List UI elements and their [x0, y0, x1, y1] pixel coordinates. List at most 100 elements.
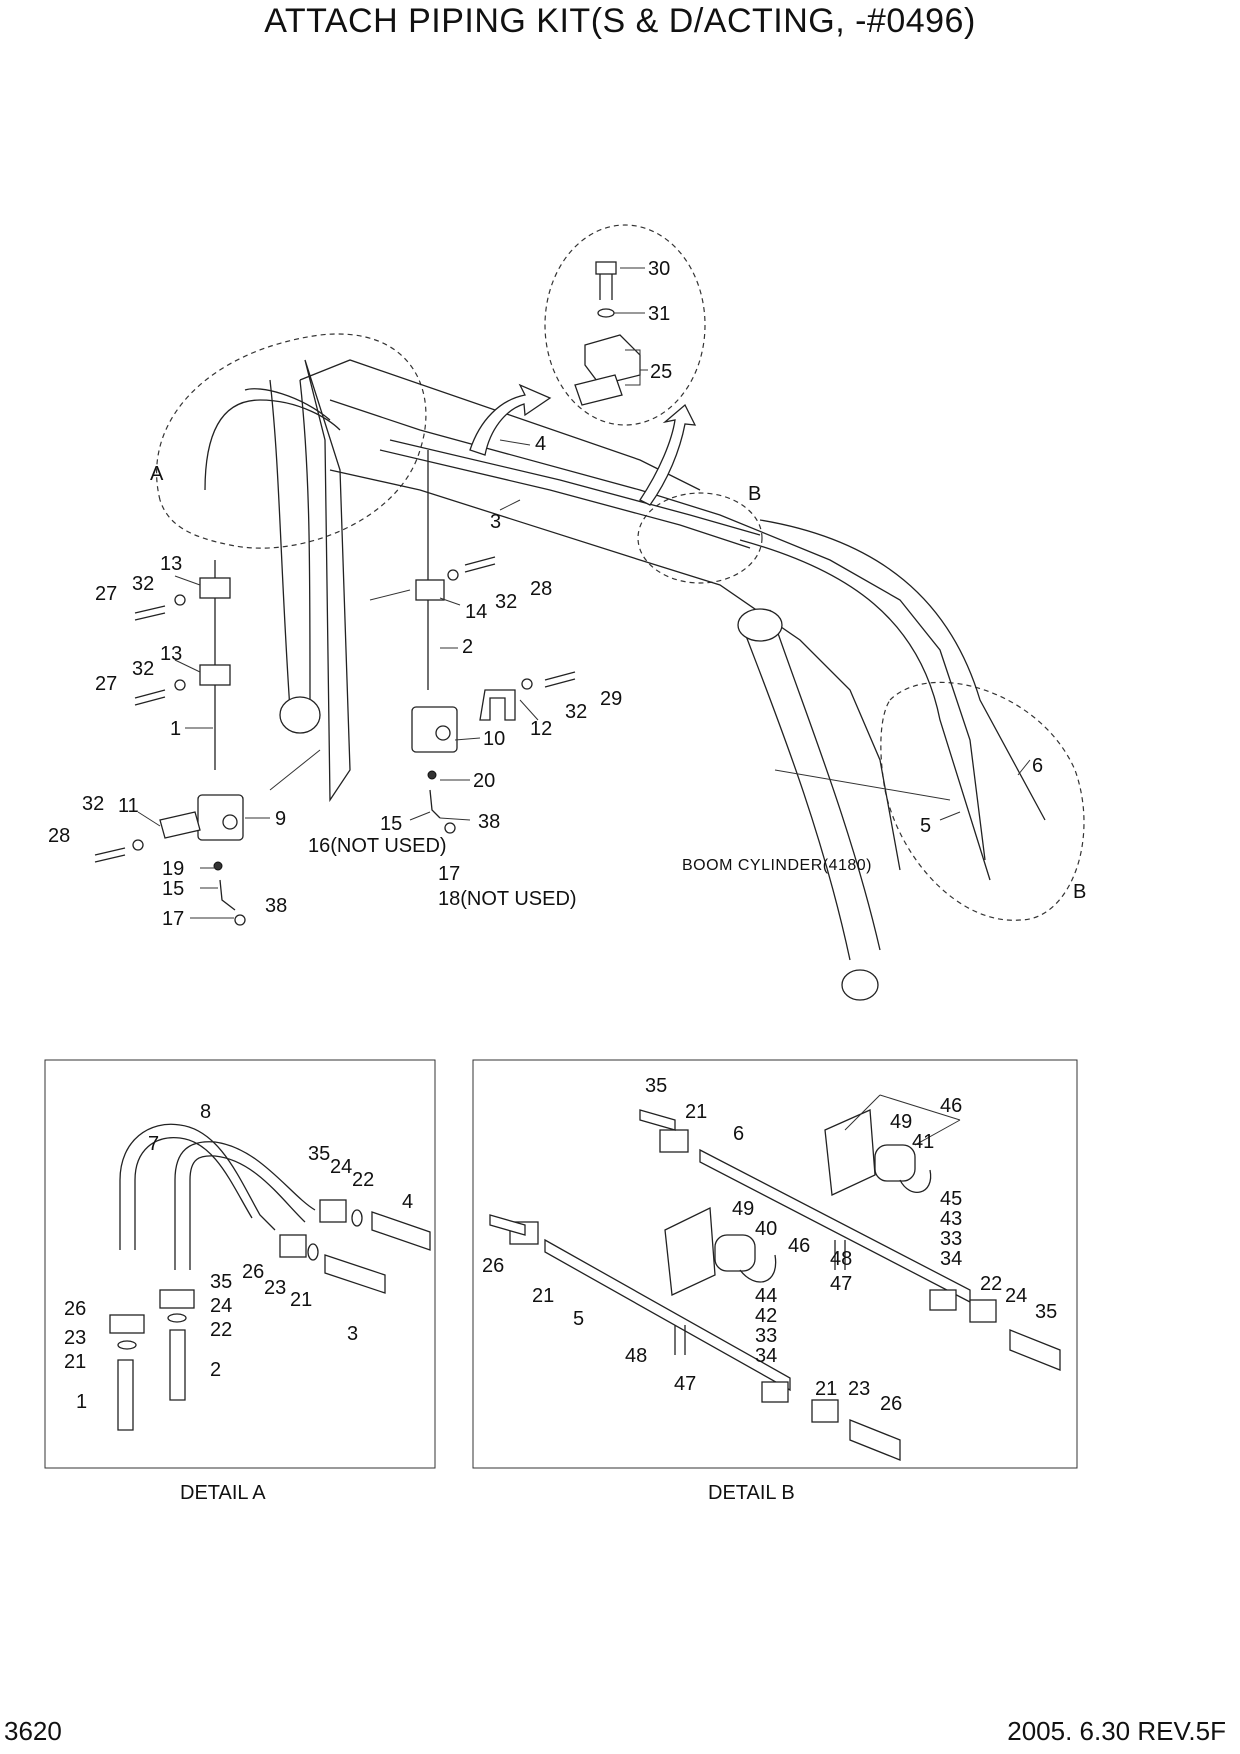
callout: 19 — [162, 858, 184, 880]
callout: 24 — [330, 1156, 352, 1178]
accumulator-41 — [874, 1144, 916, 1182]
callout: 40 — [755, 1218, 777, 1240]
callout: 18(NOT USED) — [438, 888, 577, 910]
callout: 3 — [490, 511, 501, 533]
pipe-5-body — [544, 1238, 791, 1392]
callout: 48 — [625, 1345, 647, 1367]
boom-cylinder-label: BOOM CYLINDER(4180) — [682, 857, 872, 874]
callout: 23 — [848, 1378, 870, 1400]
callout: 43 — [940, 1208, 962, 1230]
leader-lines — [137, 267, 1031, 919]
callout: 24 — [1005, 1285, 1027, 1307]
callout: 46 — [940, 1095, 962, 1117]
flange-23-mid — [279, 1234, 307, 1258]
bracket-49-lower — [664, 1206, 716, 1296]
detail-a-outline — [155, 333, 427, 549]
callout: 12 — [530, 718, 552, 740]
boom-bottom-edge — [329, 469, 901, 871]
oring-22-top — [351, 1209, 363, 1227]
revision-date: 2005. 6.30 REV.5F — [1007, 1716, 1226, 1746]
hose-b-end-lower — [849, 1419, 901, 1461]
callout: 35 — [1035, 1301, 1057, 1323]
callout: 22 — [352, 1169, 374, 1191]
arrow-right — [639, 403, 697, 506]
detail-b-outline-bottom — [880, 681, 1085, 921]
callout: 31 — [648, 303, 670, 325]
callout: 21 — [815, 1378, 837, 1400]
flange-6-right — [929, 1289, 957, 1311]
hose-a-1 — [204, 399, 341, 491]
boom-cylinder-eye — [841, 969, 879, 1001]
detail-b-outline-top — [637, 492, 763, 584]
accumulator-40 — [714, 1234, 756, 1272]
callout: 34 — [755, 1345, 777, 1367]
callout: 17 — [162, 908, 184, 930]
detail-b-caption: DETAIL B — [708, 1482, 795, 1504]
callout: 32 — [82, 793, 104, 815]
washer-32-mid — [447, 569, 459, 581]
detail-b-marker: B — [1073, 881, 1086, 903]
oring-21-mid — [307, 1243, 319, 1261]
callout: 6 — [1032, 755, 1043, 777]
bolt-30 — [599, 270, 613, 300]
fitting-15-left — [219, 879, 236, 911]
callout: 29 — [600, 688, 622, 710]
washer-31 — [597, 308, 615, 318]
bracket-12 — [479, 689, 516, 721]
bolt-b-left — [489, 1214, 526, 1236]
callout: 20 — [473, 770, 495, 792]
callout: 16(NOT USED) — [308, 835, 447, 857]
callout: 28 — [530, 578, 552, 600]
fitting-15-mid — [429, 789, 441, 819]
callout: 35 — [645, 1075, 667, 1097]
callout: 6 — [733, 1123, 744, 1145]
callout: 1 — [170, 718, 181, 740]
hose-b-end-right — [1009, 1329, 1061, 1371]
callout: 21 — [64, 1351, 86, 1373]
bolt-b-top — [639, 1109, 676, 1131]
boom-top-edge — [329, 399, 986, 861]
callout: 14 — [465, 601, 487, 623]
clamp-14 — [415, 579, 445, 601]
bracket-11 — [159, 811, 201, 839]
callout: 38 — [478, 811, 500, 833]
callout: 4 — [535, 433, 546, 455]
hose-a-2 — [244, 388, 331, 421]
cap-17-mid — [444, 822, 456, 834]
valve-10 — [411, 706, 458, 753]
clamp-48-lower — [674, 1325, 686, 1355]
callout: 26 — [242, 1261, 264, 1283]
callout: 23 — [64, 1327, 86, 1349]
arm-cylinder — [269, 379, 311, 711]
oring-22-low — [167, 1313, 187, 1323]
callout: 21 — [290, 1289, 312, 1311]
page-number: 3620 — [4, 1716, 62, 1746]
flange-23-low — [109, 1314, 145, 1334]
main-exploded-view: 30 31 25 4 3 A B 13 32 27 13 32 27 1 14 … — [48, 224, 1086, 1001]
bolt-27-lower — [134, 689, 166, 706]
callout: 11 — [118, 795, 139, 817]
callout: 21 — [685, 1101, 707, 1123]
callout: 3 — [347, 1323, 358, 1345]
callout: 24 — [210, 1295, 232, 1317]
callout: 35 — [308, 1143, 330, 1165]
callout: 42 — [755, 1305, 777, 1327]
clamp-25-lower — [574, 374, 623, 406]
detail-a-view: 8 7 35 24 22 4 26 23 21 3 35 24 22 26 23… — [44, 1059, 436, 1469]
pipe-2-stub — [169, 1329, 186, 1401]
hose-7-inner — [134, 1137, 253, 1250]
callout: 45 — [940, 1188, 962, 1210]
flange-5-right — [761, 1381, 789, 1403]
callout: 32 — [495, 591, 517, 613]
valve-9 — [197, 794, 244, 841]
hose-46-upper — [899, 1169, 932, 1193]
flange-24-low — [159, 1289, 195, 1309]
callout: 33 — [755, 1325, 777, 1347]
callout: 35 — [210, 1271, 232, 1293]
valve-9-knob — [222, 814, 238, 830]
washer-32-left — [132, 839, 144, 851]
bolt-28-lower — [94, 847, 126, 863]
callout: 2 — [462, 636, 473, 658]
detail-a-frame — [44, 1059, 436, 1469]
callout: 49 — [732, 1198, 754, 1220]
